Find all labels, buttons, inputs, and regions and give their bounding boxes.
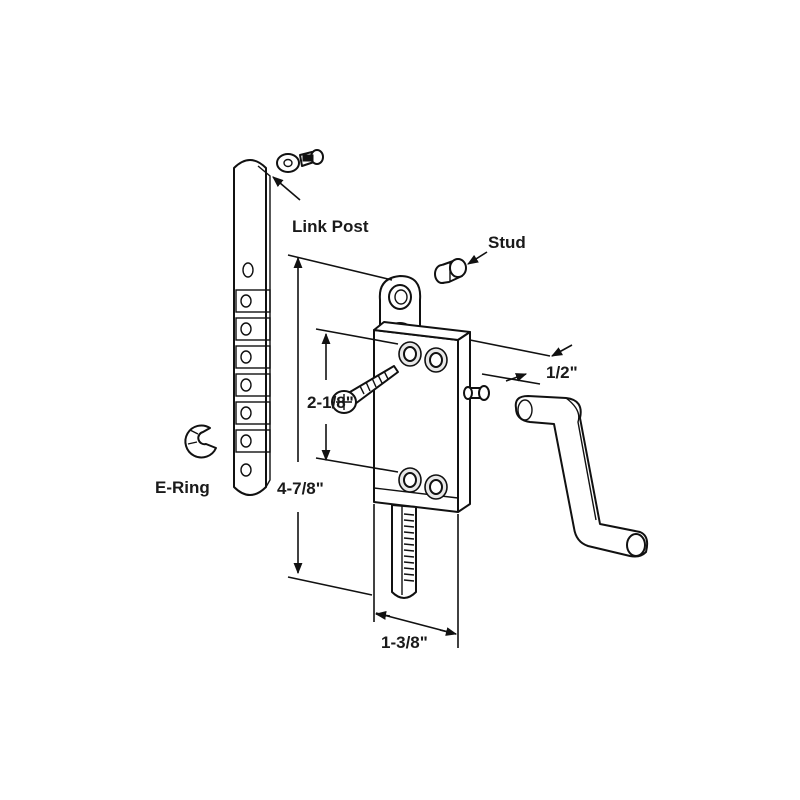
dim-depth: [469, 339, 573, 385]
e-ring: [184, 424, 217, 459]
dim-hole-spacing-label: 2-1/8": [307, 393, 354, 412]
dim-width-label: 1-3/8": [381, 633, 428, 652]
stud-leader: [467, 251, 488, 265]
link-post-parts: [276, 149, 324, 173]
screw: [331, 365, 399, 414]
dim-depth-label: 1/2": [546, 363, 578, 382]
e-ring-label: E-Ring: [155, 478, 210, 497]
dim-hole-spacing: [315, 328, 399, 473]
operator-body: [373, 275, 490, 599]
dim-width: [373, 504, 459, 648]
dim-height-label: 4-7/8": [277, 479, 324, 498]
link-post-leader: [272, 176, 301, 201]
stud-label: Stud: [488, 233, 526, 252]
dim-height: [287, 254, 393, 596]
crank-handle: [514, 395, 649, 558]
link-post-label: Link Post: [292, 217, 369, 236]
link-arm: [233, 159, 271, 496]
stud: [434, 258, 467, 284]
